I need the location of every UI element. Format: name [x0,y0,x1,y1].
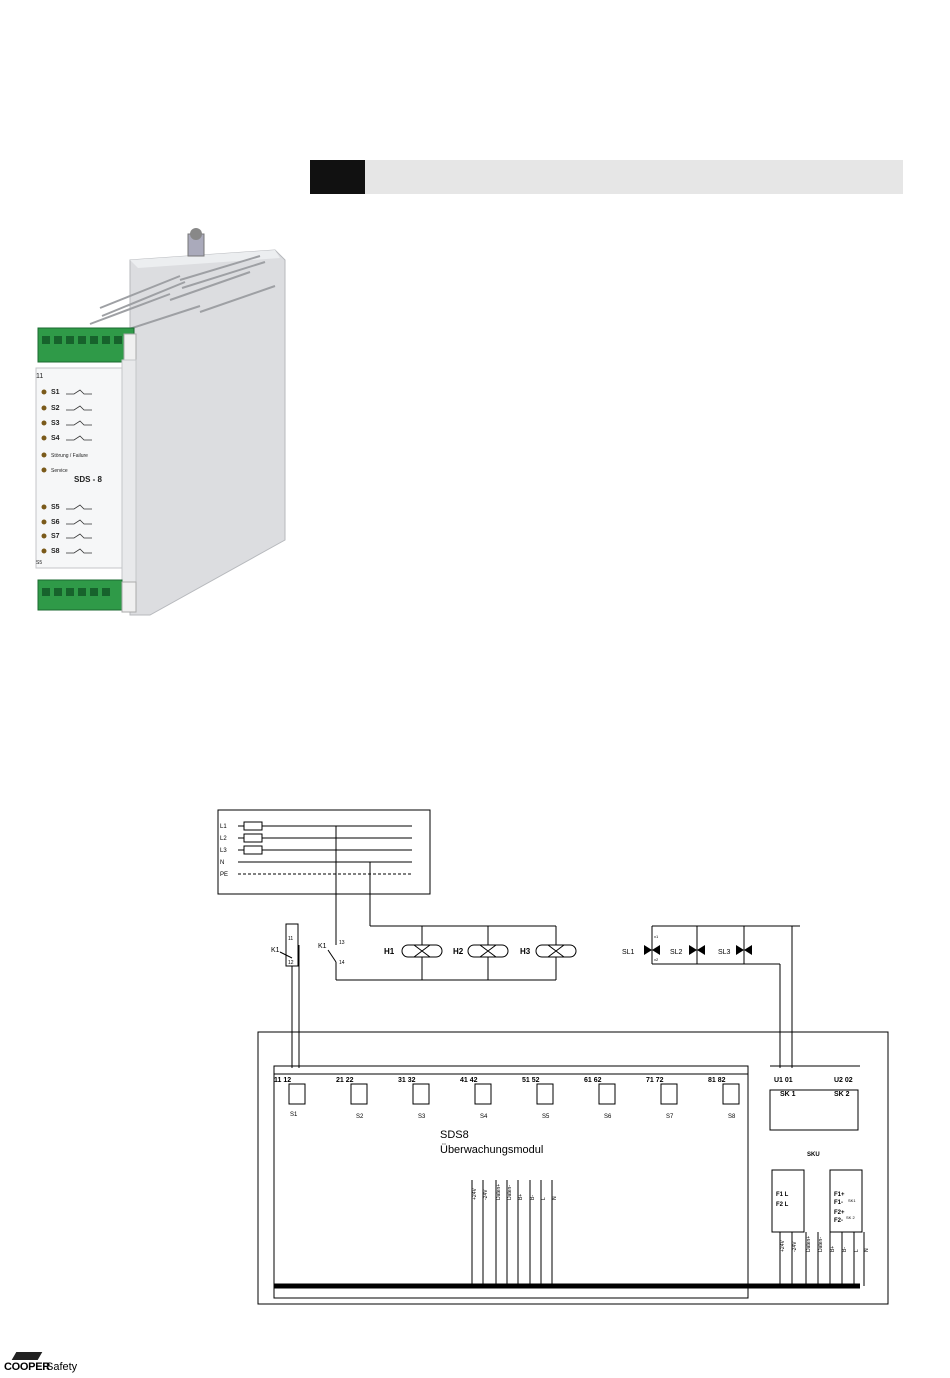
led-label-s5: S5 [51,504,60,511]
led-label-s7: S7 [51,533,60,540]
led-label-s8: S8 [51,548,60,555]
input-s6-label: S6 [604,1114,612,1120]
module-bus-n: N [552,1196,558,1200]
input-s4-terms: 41 42 [460,1077,478,1084]
bottom-terminal-groups: S5 [36,560,42,566]
module-bus-b-minus: B- [530,1195,536,1200]
sku-bus-n: N [864,1248,870,1252]
input-s5-terms: 51 52 [522,1077,540,1084]
wiring-diagram: L1 L2 L3 N PE K1 11 12 K1 13 14 H1 H2 H3… [217,809,889,1305]
sku-terms-left: U1 01 [774,1077,793,1084]
signal-lamp-term-x2: x2 [654,957,659,962]
sku-fuse-f2l: F2 L [776,1202,789,1208]
relay-k1-right: K1 [318,943,327,950]
section-header-marker [310,160,365,194]
input-s7-terms: 71 72 [646,1077,664,1084]
section-header-bar [310,160,903,194]
sku-bus-b-plus: B+ [830,1246,836,1252]
input-s1-label: S1 [290,1112,298,1118]
status-led-label: Störung / Failure [51,453,88,459]
module-bus-l: L [541,1197,547,1200]
supply-line-pe: PE [220,872,228,878]
relay-k1-right-term-13: 13 [339,940,345,946]
sk2-label: SK 2 [834,1091,850,1098]
supply-line-l2: L2 [220,836,227,842]
signal-lamp-sl2: SL2 [670,949,683,956]
cooper-safety-logo: COOPER Safety [0,1352,100,1376]
sku-fuse-sub-sk2: SK 2 [846,1215,855,1220]
front-terminals-top: 11 [36,373,43,380]
module-subtitle: Überwachungsmodul [440,1144,543,1156]
input-s6-terms: 61 62 [584,1077,602,1084]
module-bus-plus24v: +24V [472,1188,478,1200]
sk1-label: SK 1 [780,1091,796,1098]
lamp-h3: H3 [520,947,531,956]
sku-label: SKU [807,1152,820,1158]
sku-fuse-sub-sk1: SK1 [848,1198,856,1203]
sku-bus-daten-minus: Daten- [818,1237,824,1252]
supply-line-l1: L1 [220,824,227,830]
input-s8-label: S8 [728,1114,736,1120]
model-label: SDS - 8 [74,475,103,484]
lamp-h1: H1 [384,947,395,956]
sds8-product-photo: 11 S1 S2 S3 S4 Störung / Failure Service… [35,228,286,616]
relay-k1-right-term-14: 14 [339,960,345,966]
supply-box [217,809,431,895]
supply-line-n: N [220,860,224,866]
module-bus-b-plus: B+ [518,1194,524,1200]
logo-brand: COOPER [4,1361,50,1373]
led-label-s3: S3 [51,420,60,427]
signal-lamp-sl3: SL3 [718,949,731,956]
input-s3-terms: 31 32 [398,1077,416,1084]
sku-bus-minus24v: -24V [792,1241,798,1252]
input-s4-label: S4 [480,1114,488,1120]
input-s8-terms: 81 82 [708,1077,726,1084]
relay-k1-left-term-12: 12 [288,960,294,966]
input-s2-label: S2 [356,1114,364,1120]
sku-fuse-f1l: F1 L [776,1192,789,1198]
module-title: SDS8 [440,1129,469,1141]
input-s1-terms: 11 12 [274,1077,291,1084]
input-s2-terms: 21 22 [336,1077,354,1084]
led-label-s1: S1 [51,389,60,396]
signal-lamp-sl1: SL1 [622,949,635,956]
sku-fuse-f1minus: F1- [834,1200,843,1206]
sku-fuse-f2minus: F2- [834,1218,843,1224]
sku-terms-right: U2 02 [834,1077,853,1084]
relay-k1-left-term-11: 11 [288,936,293,942]
relay-k1-left: K1 [271,947,280,954]
signal-lamp-term-x1: x1 [654,934,659,939]
service-led-label: Service [51,468,68,474]
sku-fuse-f2plus: F2+ [834,1210,845,1216]
led-label-s6: S6 [51,519,60,526]
sku-bus-l: L [854,1249,860,1252]
led-label-s4: S4 [51,435,60,442]
module-bus-daten-minus: Daten- [507,1185,513,1200]
sku-fuse-f1plus: F1+ [834,1192,845,1198]
input-s3-label: S3 [418,1114,426,1120]
module-bus-daten-plus: Daten+ [496,1184,502,1200]
input-s7-label: S7 [666,1114,674,1120]
sku-bus-daten-plus: Daten+ [806,1236,812,1252]
lamp-h2: H2 [453,947,464,956]
sku-bus-b-minus: B- [842,1247,848,1252]
sku-bus-plus24v: +24V [780,1240,786,1252]
input-s5-label: S5 [542,1114,550,1120]
logo-mark-icon [11,1352,43,1360]
logo-brand-sub: Safety [46,1361,78,1373]
supply-line-l3: L3 [220,848,227,854]
led-label-s2: S2 [51,405,60,412]
module-bus-minus24v: -24V [483,1189,489,1200]
